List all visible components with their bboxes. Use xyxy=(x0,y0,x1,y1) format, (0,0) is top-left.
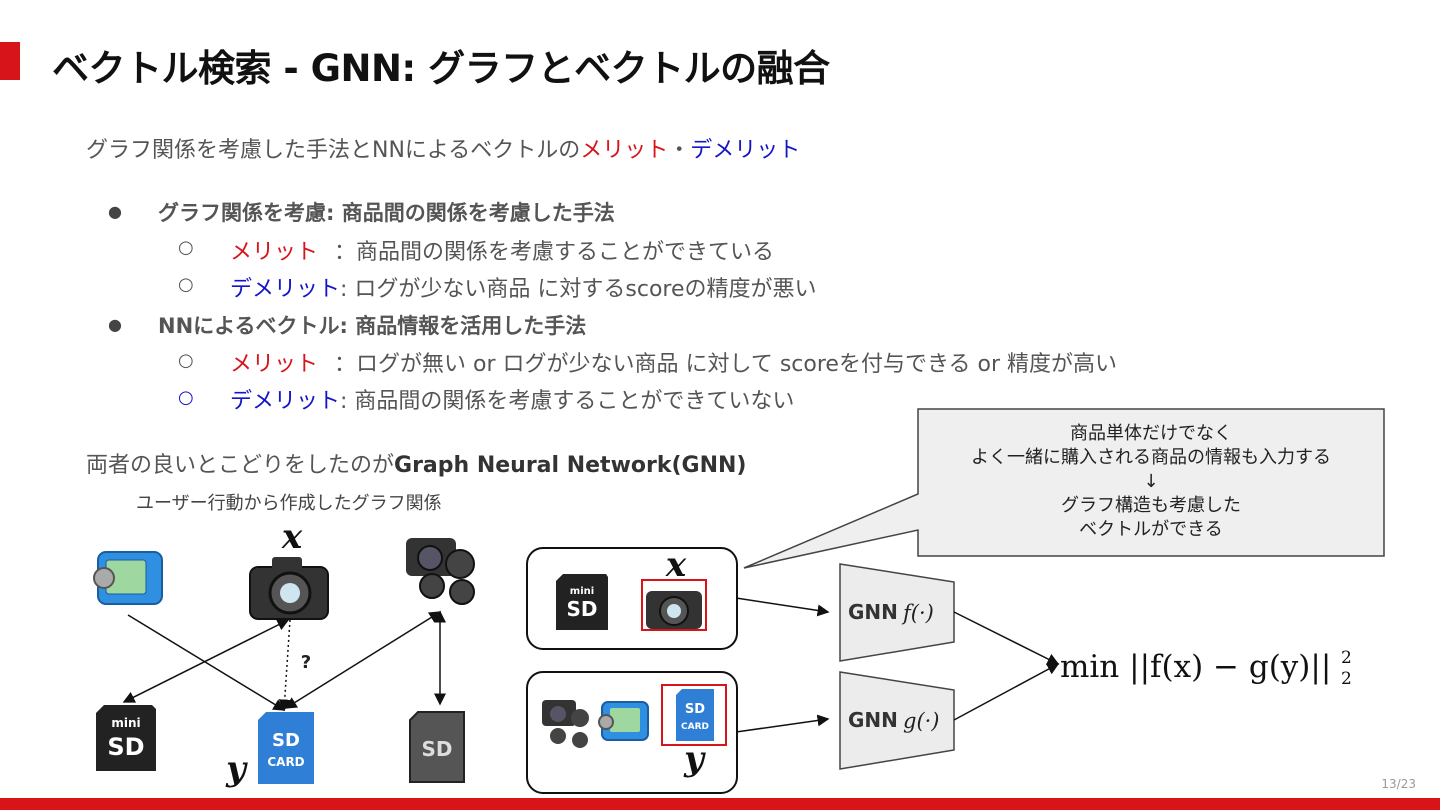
callout-text: 商品単体だけでなく よく一緒に購入される商品の情報も入力する ↓ グラフ構造も考… xyxy=(920,422,1382,542)
pipeline-x-label: x xyxy=(665,545,687,585)
dslr-camera-icon xyxy=(249,557,329,620)
graph-y-label: y xyxy=(225,749,248,789)
slide-title: ベクトル検索 - GNN: グラフとベクトルの融合 xyxy=(52,47,830,90)
intro-separator: ・ xyxy=(668,138,691,163)
compact-camera-icon xyxy=(93,551,163,605)
mini-sd-text-top: mini xyxy=(570,586,594,597)
merit-label: メリット xyxy=(230,240,319,265)
arrow-to-loss xyxy=(953,611,1060,665)
highlight-frame-x xyxy=(641,579,707,631)
callout-bubble xyxy=(743,408,1385,569)
intro-merit: メリット xyxy=(580,138,669,163)
plain-sd-card-icon: SD xyxy=(409,711,465,783)
graph-x-label: x xyxy=(281,517,303,557)
arrow-to-loss xyxy=(953,663,1060,721)
merit-text: ：商品間の関係を考慮することができている xyxy=(334,240,775,265)
mini-sd-text-bottom: SD xyxy=(107,733,144,761)
demerit-text: : 商品間の関係を考慮することができていない xyxy=(340,389,795,414)
callout-line: グラフ構造も考慮した xyxy=(1061,495,1241,516)
footer-bar xyxy=(0,798,1440,810)
demerit-label: デメリット xyxy=(230,277,341,302)
camera-lenses-icon xyxy=(406,538,475,605)
graph-demerit-line: デメリット: ログが少ない商品 に対するscoreの精度が悪い xyxy=(230,271,817,303)
sd-card-icon: SD CARD xyxy=(258,712,314,784)
summary-emphasis: Graph Neural Network(GNN) xyxy=(394,453,747,478)
gnn-f-block xyxy=(839,563,955,662)
mini-sd-card-icon: mini SD xyxy=(96,705,156,771)
sd-card-text-top: SD xyxy=(272,730,300,751)
demerit-label: デメリット xyxy=(230,389,341,414)
sub-bullet-marker: ○ xyxy=(178,387,194,408)
gnn-f-label: GNN xyxy=(848,600,898,624)
merit-text: ：ログが無い or ログが少ない商品 に対して scoreを付与できる or 精… xyxy=(334,352,1118,377)
callout-line: ベクトルができる xyxy=(1079,519,1223,540)
loss-superscript: 2 xyxy=(1341,648,1352,668)
merit-label: メリット xyxy=(230,352,319,377)
mini-sd-text-top: mini xyxy=(111,716,140,730)
graph-caption: ユーザー行動から作成したグラフ関係 xyxy=(136,493,442,514)
bullet-marker: ● xyxy=(108,315,122,334)
callout-arrow-line: ↓ xyxy=(1143,471,1159,492)
graph-edge-dotted xyxy=(278,619,291,712)
bullet-heading-nn: NNによるベクトル: 商品情報を活用した手法 xyxy=(158,314,587,338)
loss-subscript: 2 xyxy=(1341,669,1352,689)
camera-lenses-icon xyxy=(542,700,589,748)
sub-bullet-marker: ○ xyxy=(178,350,194,371)
plain-sd-text: SD xyxy=(421,737,452,761)
sd-card-text-bottom: CARD xyxy=(267,755,304,769)
bullet-marker: ● xyxy=(108,202,122,221)
gnn-g-func: g(·) xyxy=(903,709,940,733)
sd-card-icon: SD CARD xyxy=(676,689,714,741)
sub-bullet-marker: ○ xyxy=(178,237,194,258)
intro-line: グラフ関係を考慮した手法とNNによるベクトルのメリット・デメリット xyxy=(86,132,800,164)
callout-line: よく一緒に購入される商品の情報も入力する xyxy=(971,447,1331,468)
graph-edge xyxy=(284,611,442,709)
dslr-camera-icon xyxy=(646,591,702,629)
demerit-text: : ログが少ない商品 に対するscoreの精度が悪い xyxy=(340,277,817,302)
graph-edge xyxy=(127,614,286,711)
loss-formula: min ||f(x) − g(y)|| xyxy=(1060,649,1331,685)
page-number: 13/23 xyxy=(1381,777,1416,791)
callout-line: 商品単体だけでなく xyxy=(1070,423,1232,444)
bullet-heading-graph: グラフ関係を考慮: 商品間の関係を考慮した手法 xyxy=(158,201,615,225)
arrow-to-gnn-g xyxy=(735,714,830,733)
nn-demerit-line: デメリット: 商品間の関係を考慮することができていない xyxy=(230,383,794,415)
summary-prefix: 両者の良いとこどりをしたのが xyxy=(86,453,395,478)
nn-merit-line: メリット ：ログが無い or ログが少ない商品 に対して scoreを付与できる … xyxy=(230,346,1117,378)
mini-sd-text-bottom: SD xyxy=(566,597,597,621)
highlight-frame-y xyxy=(661,684,727,746)
intro-prefix: グラフ関係を考慮した手法とNNによるベクトルの xyxy=(86,138,581,163)
title-accent-bar xyxy=(0,42,20,80)
compact-camera-icon xyxy=(598,701,649,741)
gnn-summary: 両者の良いとこどりをしたのがGraph Neural Network(GNN) xyxy=(86,447,747,479)
sd-card-text-bottom: CARD xyxy=(681,722,709,732)
gnn-g-block xyxy=(839,671,955,770)
arrow-to-gnn-f xyxy=(735,597,830,617)
graph-edge xyxy=(122,619,290,703)
sub-bullet-marker: ○ xyxy=(178,274,194,295)
gnn-f-func: f(·) xyxy=(901,601,934,625)
sd-card-text-top: SD xyxy=(685,702,705,717)
pipeline-y-label: y xyxy=(683,739,706,779)
mini-sd-card-icon: mini SD xyxy=(556,574,608,630)
intro-demerit: デメリット xyxy=(690,138,801,163)
graph-question-mark: ? xyxy=(301,652,311,673)
gnn-g-label: GNN xyxy=(848,708,898,732)
graph-merit-line: メリット ：商品間の関係を考慮することができている xyxy=(230,234,774,266)
